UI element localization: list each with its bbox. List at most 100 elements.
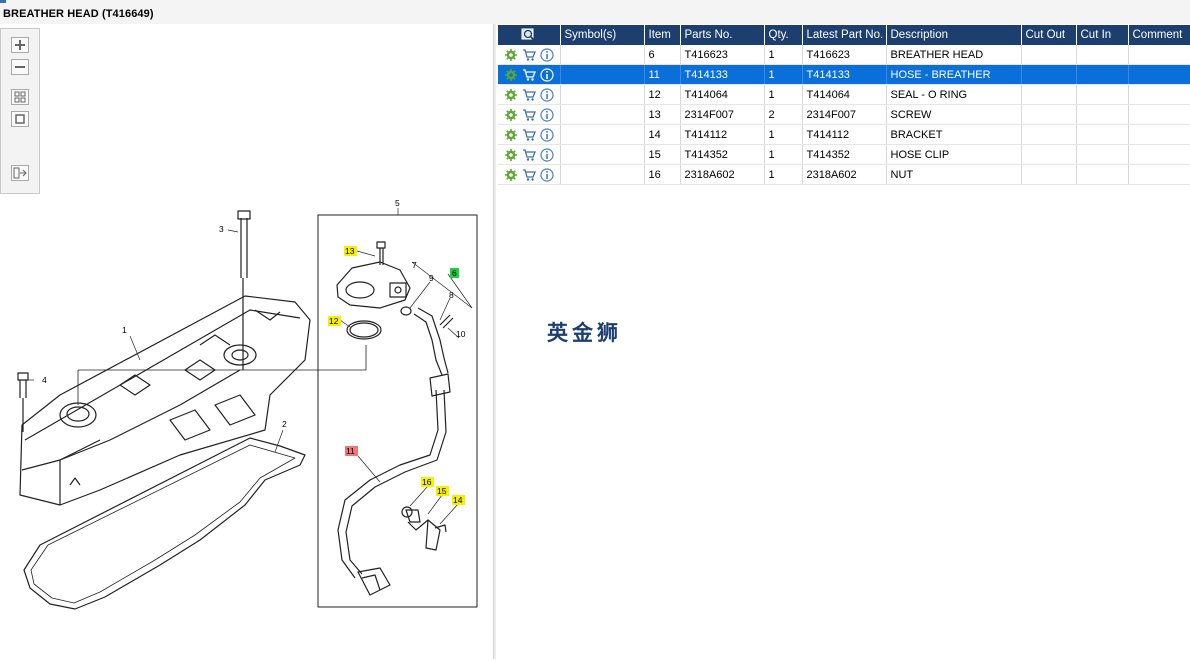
cart-icon[interactable] [522,48,536,62]
column-header-cut-out[interactable]: Cut Out [1021,25,1077,45]
column-header-symbols[interactable]: Symbol(s) [560,25,645,45]
info-icon[interactable] [540,87,554,102]
gear-icon[interactable] [504,48,518,62]
cart-icon[interactable] [522,88,536,102]
cart-icon[interactable] [522,168,536,182]
cell-latest-part-no: T414133 [802,64,887,85]
cell-latest-part-no: 2318A602 [802,164,887,185]
cell-cut-out [1021,164,1077,185]
panel-splitter[interactable] [493,24,496,659]
cart-icon[interactable] [522,148,536,162]
callout-15: 15 [437,486,447,496]
cell-comment [1128,124,1190,145]
cell-symbols [560,64,645,85]
fit-all-icon[interactable] [11,89,29,105]
cell-symbols [560,45,645,65]
exploded-diagram[interactable]: 1 2 3 4 5 7 8 9 10 13 12 6 11 16 15 14 [0,24,492,659]
column-header-comment[interactable]: Comment [1128,25,1190,45]
diagram-toolbar [0,28,40,194]
gear-icon[interactable] [504,108,518,122]
export-icon[interactable] [11,165,29,181]
cell-parts-no: T414352 [680,144,765,165]
row-actions [498,64,561,85]
cell-cut-in [1076,164,1129,185]
column-header-item[interactable]: Item [644,25,681,45]
callout-6-highlight [450,268,459,278]
cell-description: HOSE - BREATHER [886,64,1022,85]
watermark: 英金狮 [547,322,622,345]
zoom-in-icon[interactable] [11,37,29,53]
cell-item: 16 [644,164,681,185]
title-bar: BREATHER HEAD (T416649) [0,0,1190,24]
column-header-parts-no[interactable]: Parts No. [680,25,765,45]
column-header-cut-in[interactable]: Cut In [1076,25,1129,45]
callout-16-highlight [421,477,434,487]
row-actions [498,124,561,145]
row-actions [498,45,561,65]
cell-cut-in [1076,64,1129,85]
gear-icon[interactable] [504,88,518,102]
info-icon[interactable] [540,127,554,142]
cell-latest-part-no: 2314F007 [802,104,887,125]
cell-parts-no: T416623 [680,45,765,65]
info-icon[interactable] [540,107,554,122]
cell-symbols [560,104,645,125]
callout-5: 5 [395,198,400,208]
cell-item: 14 [644,124,681,145]
callout-1: 1 [122,325,127,335]
cell-latest-part-no: T414064 [802,84,887,105]
breather-head-part [336,261,411,309]
callout-2: 2 [282,419,287,429]
callout-4: 4 [42,375,47,385]
callout-14-highlight [452,495,465,505]
cell-symbols [560,144,645,165]
column-header-qty[interactable]: Qty. [764,25,803,45]
callout-11-highlight [345,446,358,456]
zoom-out-icon[interactable] [11,59,29,75]
cell-item: 12 [644,84,681,105]
cart-icon[interactable] [522,68,536,82]
hose-part [337,389,439,579]
parts-table: Symbol(s) Item Parts No. Qty. Latest Par… [498,25,1190,185]
column-header-description[interactable]: Description [886,25,1022,45]
gear-icon[interactable] [504,128,518,142]
actual-size-icon[interactable] [11,111,29,127]
valve-cover-part [19,295,311,506]
cell-description: BREATHER HEAD [886,45,1022,65]
cell-comment [1128,144,1190,165]
cell-description: SEAL - O RING [886,84,1022,105]
gear-icon[interactable] [504,148,518,162]
cell-parts-no: 2314F007 [680,104,765,125]
column-header-icon[interactable] [498,25,561,45]
info-icon[interactable] [540,67,554,82]
callout-16: 16 [422,477,432,487]
cell-item: 11 [644,64,681,85]
callout-13-highlight [344,246,357,256]
parts-list-panel: Symbol(s) Item Parts No. Qty. Latest Par… [497,24,1190,659]
info-icon[interactable] [540,47,554,62]
gear-icon[interactable] [504,68,518,82]
column-header-latest-part-no[interactable]: Latest Part No. [802,25,887,45]
callout-8: 8 [449,290,454,300]
info-icon[interactable] [540,167,554,182]
cell-cut-in [1076,45,1129,65]
info-icon[interactable] [540,147,554,162]
cart-icon[interactable] [522,128,536,142]
callout-10: 10 [456,329,466,339]
cell-parts-no: T414133 [680,64,765,85]
cell-qty: 1 [764,144,803,165]
cell-qty: 1 [764,84,803,105]
cell-latest-part-no: T414112 [802,124,887,145]
callout-7: 7 [412,260,417,270]
callout-13: 13 [345,246,355,256]
gear-icon[interactable] [504,168,518,182]
cart-icon[interactable] [522,108,536,122]
callout-15-highlight [436,486,449,496]
